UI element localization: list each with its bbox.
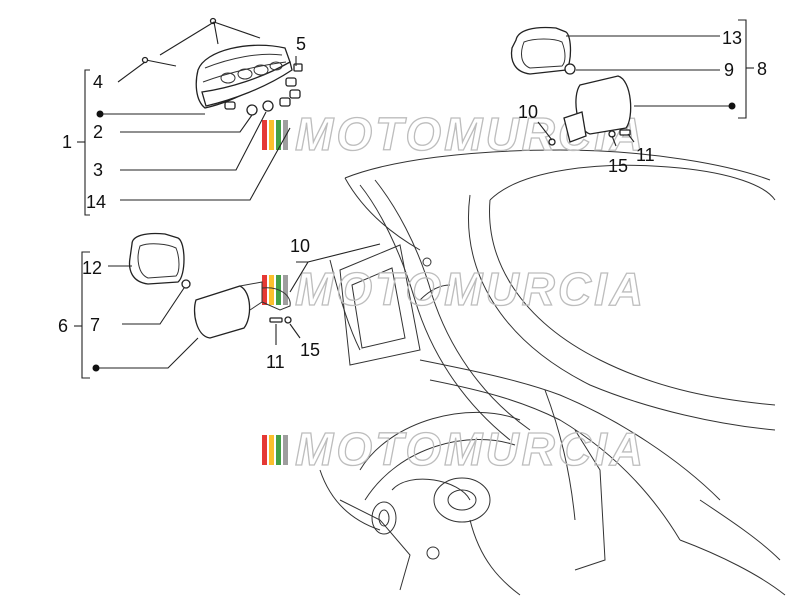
label-2: 2	[93, 122, 103, 142]
turn-signal-stalk	[563, 111, 587, 143]
lens-cover	[510, 26, 572, 75]
label-1: 1	[62, 132, 72, 152]
watermark-stripe-icon	[269, 275, 274, 305]
label-12: 12	[82, 258, 102, 278]
bulb-socket	[279, 97, 291, 107]
reference-dot	[728, 102, 736, 110]
label-5: 5	[296, 34, 306, 54]
bulb-socket	[285, 77, 297, 87]
label-15-right: 15	[608, 156, 628, 176]
watermark-middle: MOTOMURCIA	[262, 262, 646, 316]
label-4: 4	[93, 72, 103, 92]
label-13: 13	[722, 28, 742, 48]
label-10: 10	[290, 236, 310, 256]
label-8: 8	[757, 59, 767, 79]
watermark-stripe-icon	[262, 120, 267, 150]
watermark-stripe-icon	[269, 120, 274, 150]
label-11-right: 11	[636, 145, 655, 165]
watermark-bottom: MOTOMURCIA	[262, 422, 646, 476]
right-turn-signal-assembly	[510, 19, 754, 147]
screw-icon	[141, 56, 149, 64]
watermark-stripe-icon	[269, 435, 274, 465]
watermark-stripe-icon	[283, 275, 288, 305]
bulb-icon	[564, 63, 576, 75]
bulb-icon	[262, 100, 274, 112]
bulb-socket	[224, 101, 236, 110]
reference-dot	[96, 110, 104, 118]
screw-icon	[619, 129, 631, 136]
label-15-left: 15	[300, 340, 320, 360]
label-7: 7	[90, 315, 100, 335]
washer-icon	[548, 138, 556, 146]
label-10-right: 10	[518, 102, 538, 122]
watermark-text: MOTOMURCIA	[295, 423, 646, 475]
turn-signal-lens	[193, 285, 251, 339]
callout-labels: 1 2 3 4 5 6 7 8 9 10 10 11 11 12 13 14 1…	[58, 28, 767, 372]
bulb-icon	[246, 104, 258, 116]
taillight-lens-strip	[201, 61, 293, 107]
watermark-stripe-icon	[276, 435, 281, 465]
screw-icon	[269, 317, 283, 323]
bulb-socket	[289, 89, 301, 99]
watermark-stripe-icon	[262, 275, 267, 305]
left-turn-signal-assembly	[74, 232, 381, 379]
label-9: 9	[724, 60, 734, 80]
bulb-icon	[181, 279, 191, 289]
label-6: 6	[58, 316, 68, 336]
scooter-body-outline	[319, 149, 786, 596]
washer-icon	[284, 316, 292, 324]
watermark-stripe-icon	[262, 435, 267, 465]
watermark-text: MOTOMURCIA	[295, 263, 646, 315]
reference-dot	[92, 364, 100, 372]
label-11-left: 11	[266, 352, 285, 372]
watermark-stripe-icon	[283, 435, 288, 465]
bulb-socket	[293, 63, 303, 72]
label-3: 3	[93, 160, 103, 180]
label-14: 14	[86, 192, 106, 212]
turn-signal-lens	[575, 75, 632, 135]
watermark-stripe-icon	[276, 120, 281, 150]
taillight-assembly	[77, 17, 303, 216]
